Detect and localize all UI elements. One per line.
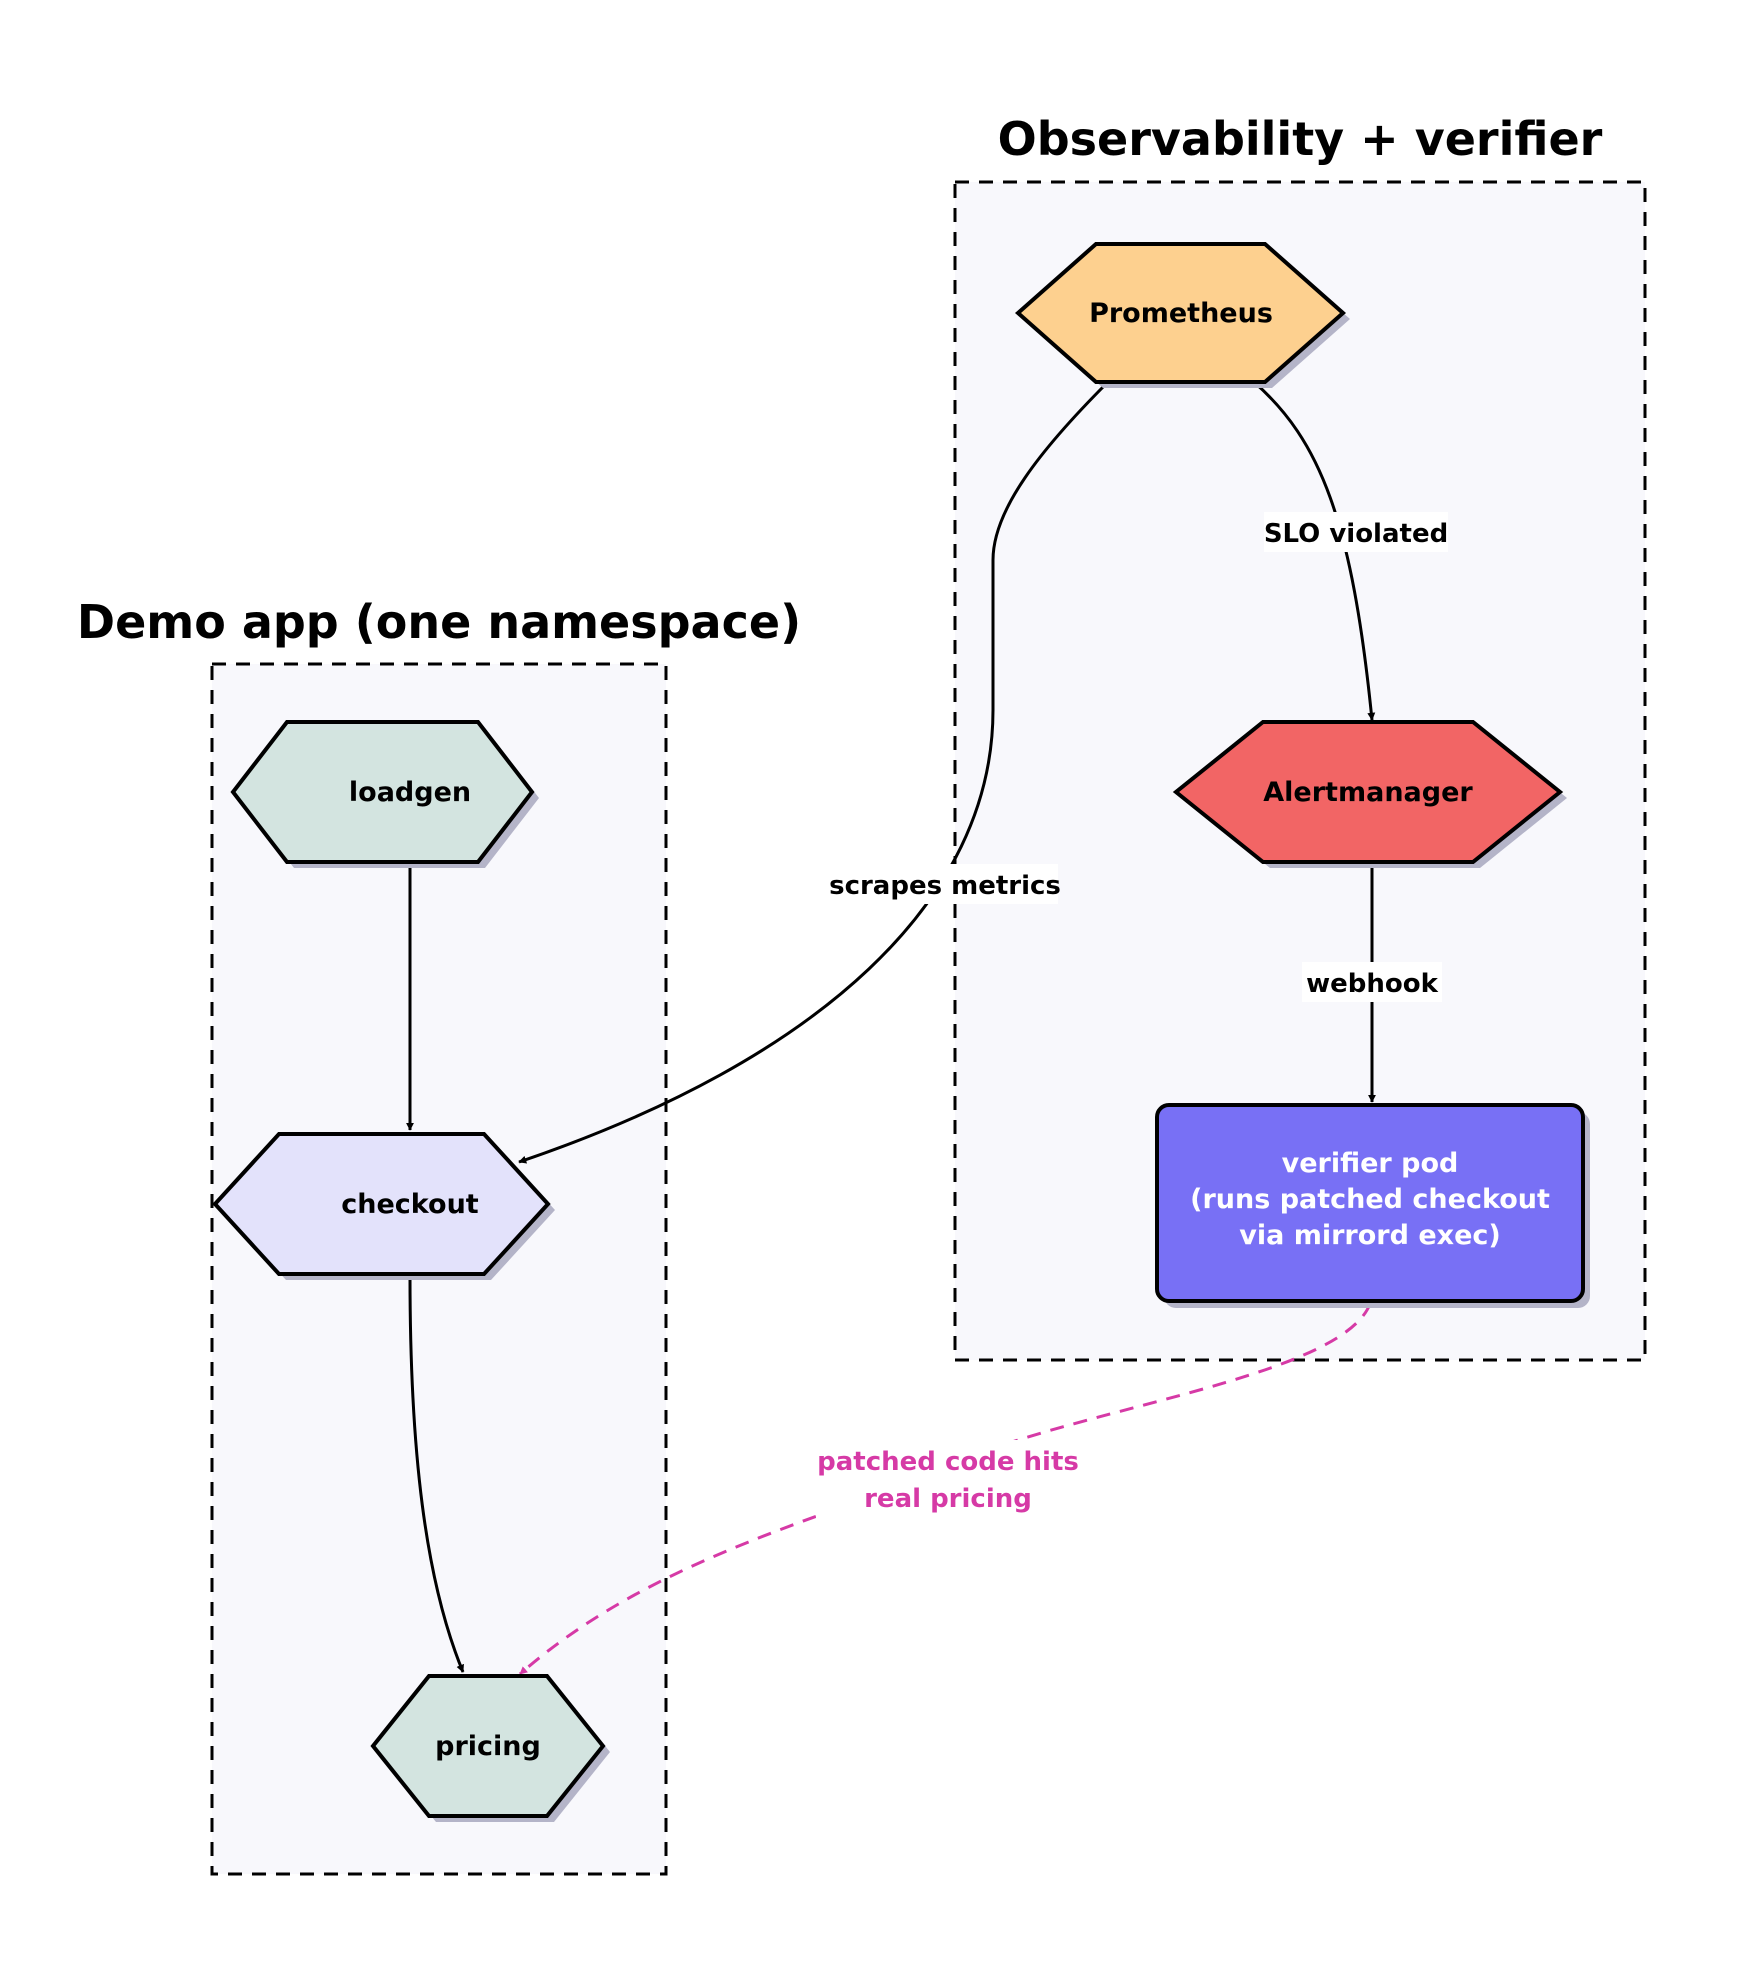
node-pricing-shape bbox=[370, 1674, 606, 1818]
edge-label-patched-line-1: patched code hits bbox=[817, 1447, 1079, 1477]
edge-label-scrapes-metrics: scrapes metrics bbox=[829, 871, 1061, 901]
node-verifier-shape bbox=[1155, 1103, 1585, 1303]
cluster-demo-app-title: Demo app (one namespace) bbox=[77, 595, 801, 649]
node-checkout-shape bbox=[212, 1132, 551, 1276]
edge-scrapes-metrics bbox=[518, 380, 1110, 1164]
node-loadgen-label: loadgen bbox=[349, 777, 471, 808]
edge-label-slo-violated: SLO violated bbox=[1264, 519, 1448, 549]
node-verifier-label-line-2: (runs patched checkout bbox=[1190, 1184, 1550, 1215]
node-verifier-label-line-1: verifier pod bbox=[1282, 1148, 1459, 1179]
edge-slo-violated bbox=[1253, 380, 1376, 721]
edge-label-scrapes-bg bbox=[832, 864, 1058, 904]
node-checkout-label: checkout bbox=[341, 1189, 479, 1220]
node-alertmanager-shape bbox=[1172, 720, 1564, 864]
node-prometheus-label: Prometheus bbox=[1089, 298, 1273, 329]
edge-label-slo-bg bbox=[1264, 512, 1448, 552]
edge-label-webhook: webhook bbox=[1306, 969, 1438, 999]
edge-labels: scrapes metrics SLO violated webhook pat… bbox=[816, 512, 1448, 1520]
node-alertmanager[interactable]: Alertmanager bbox=[1172, 720, 1567, 868]
edge-checkout-pricing bbox=[408, 1275, 465, 1673]
edge-label-patched-bg bbox=[816, 1440, 1076, 1520]
node-alertmanager-label: Alertmanager bbox=[1263, 777, 1473, 808]
node-loadgen-shape bbox=[230, 720, 535, 864]
nodes: loadgen checkout pricing Prometheus Aler… bbox=[212, 242, 1590, 1822]
node-pricing[interactable]: pricing bbox=[370, 1674, 610, 1822]
node-prometheus[interactable]: Prometheus bbox=[1014, 242, 1350, 388]
node-loadgen[interactable]: loadgen bbox=[230, 720, 539, 868]
node-pricing-label: pricing bbox=[435, 1731, 541, 1762]
node-verifier-pod[interactable]: verifier pod (runs patched checkout via … bbox=[1155, 1103, 1590, 1308]
edge-label-webhook-bg bbox=[1302, 962, 1442, 1002]
node-prometheus-shape bbox=[1014, 242, 1347, 384]
edge-label-patched-line-2: real pricing bbox=[864, 1484, 1032, 1514]
node-verifier-label-line-3: via mirrord exec) bbox=[1239, 1220, 1500, 1251]
node-checkout[interactable]: checkout bbox=[212, 1132, 555, 1280]
cluster-observability-title: Observability + verifier bbox=[998, 112, 1603, 166]
edges bbox=[406, 380, 1376, 1676]
